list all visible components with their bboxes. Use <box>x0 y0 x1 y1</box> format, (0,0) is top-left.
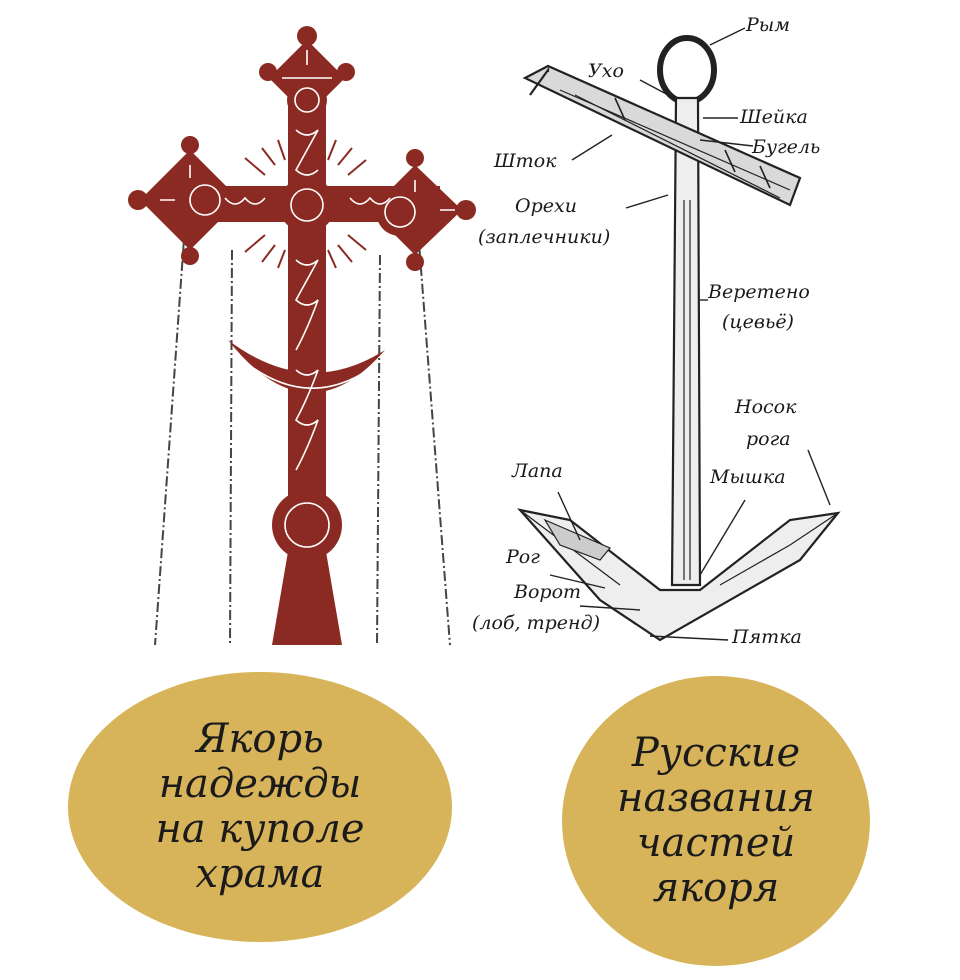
cross-rays <box>244 139 367 269</box>
label-zaplechniki: (заплечники) <box>478 226 611 248</box>
badge-anchor-of-hope: Якорь надежды на куполе храма <box>68 672 452 942</box>
badge-left-line-4: храма <box>195 850 325 897</box>
label-pyatka: Пятка <box>732 626 802 648</box>
badge-right-line-1: Русские <box>631 730 801 777</box>
label-sheyka: Шейка <box>740 106 808 128</box>
label-shtok: Шток <box>494 150 557 172</box>
badge-right-line-3: частей <box>636 820 796 866</box>
badge-right-line-2: названия <box>617 775 815 822</box>
anchor-shank <box>670 96 702 587</box>
label-rym: Рым <box>746 14 791 36</box>
cross-ball <box>272 490 342 560</box>
anchor-stock <box>522 64 802 207</box>
cross-crescent <box>228 340 385 393</box>
label-roga: рога <box>746 428 791 450</box>
cross-base <box>272 540 342 645</box>
badge-right-line-4: якоря <box>652 864 780 911</box>
cross-center-medallion <box>279 177 335 233</box>
anchor-illustration <box>516 27 841 642</box>
cross-top-finial <box>259 26 355 120</box>
label-tsevye: (цевьё) <box>722 311 794 333</box>
label-lob: (лоб, тренд) <box>472 612 601 634</box>
badge-left-line-3: на куполе <box>155 806 365 852</box>
cross-illustration <box>128 26 476 646</box>
label-vorot: Ворот <box>514 581 582 603</box>
cross-vertical-bar <box>288 95 326 545</box>
label-orekhi: Орехи <box>515 195 577 217</box>
label-myshka: Мышка <box>710 466 786 488</box>
badge-left-line-1: Якорь <box>196 716 324 763</box>
label-lapa: Лапа <box>512 460 563 482</box>
leader-lines <box>549 27 831 641</box>
badge-left-line-2: надежды <box>158 761 362 808</box>
label-bugel: Бугель <box>752 136 821 158</box>
label-nosok: Носок <box>735 396 797 418</box>
label-vereteno: Веретено <box>708 281 810 303</box>
cross-right-finial <box>370 149 476 271</box>
cross-ornament <box>160 50 455 548</box>
badge-anchor-part-names: Русские названия частей якоря <box>562 676 870 966</box>
label-rog: Рог <box>506 546 540 568</box>
guy-wires <box>154 224 451 646</box>
anchor-ring <box>657 35 717 105</box>
label-ukho: Ухо <box>588 60 624 82</box>
